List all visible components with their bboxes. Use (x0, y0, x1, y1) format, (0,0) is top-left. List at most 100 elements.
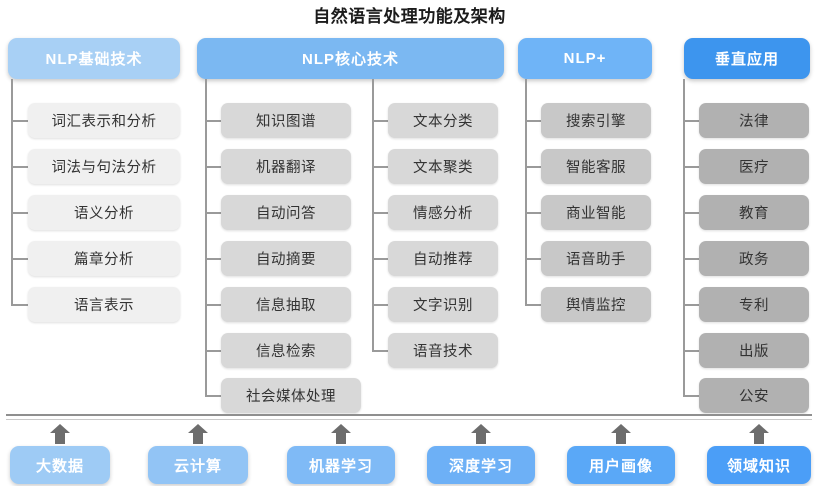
foundation-box[interactable]: 深度学习 (427, 446, 535, 484)
foundation-box[interactable]: 用户画像 (567, 446, 675, 484)
category-header-vertical-app[interactable]: 垂直应用 (684, 38, 810, 79)
leaf-label: 法律 (739, 114, 769, 130)
connector-stub (205, 395, 221, 397)
arrow-up-icon (49, 424, 71, 444)
leaf-node[interactable]: 政务 (699, 241, 809, 276)
leaf-node[interactable]: 商业智能 (541, 195, 651, 230)
leaf-label: 文字识别 (413, 298, 473, 314)
leaf-node[interactable]: 社会媒体处理 (221, 378, 361, 413)
foundation-box-label: 深度学习 (448, 457, 513, 475)
connector-trunk-nlp-core-left (205, 79, 207, 396)
leaf-node[interactable]: 文字识别 (388, 287, 498, 322)
leaf-node[interactable]: 专利 (699, 287, 809, 322)
leaf-node[interactable]: 文本聚类 (388, 149, 498, 184)
connector-trunk-vertical-app (683, 79, 685, 396)
leaf-node[interactable]: 教育 (699, 195, 809, 230)
arrow-up-icon (610, 424, 632, 444)
leaf-node[interactable]: 信息抽取 (221, 287, 351, 322)
arrow-up-icon (470, 424, 492, 444)
connector-stub (205, 304, 221, 306)
leaf-node[interactable]: 法律 (699, 103, 809, 138)
leaf-label: 语音技术 (413, 344, 473, 360)
connector-stub (205, 120, 221, 122)
leaf-node[interactable]: 语音技术 (388, 333, 498, 368)
connector-stub (372, 166, 388, 168)
arrow-up-icon (748, 424, 770, 444)
leaf-node[interactable]: 自动推荐 (388, 241, 498, 276)
category-header-label: NLP基础技术 (45, 51, 143, 68)
leaf-node[interactable]: 语言表示 (28, 287, 180, 322)
connector-stub (525, 166, 541, 168)
leaf-node[interactable]: 信息检索 (221, 333, 351, 368)
leaf-node[interactable]: 智能客服 (541, 149, 651, 184)
leaf-label: 语义分析 (74, 206, 134, 222)
arrow-up-icon (330, 424, 352, 444)
connector-stub (525, 120, 541, 122)
category-header-label: NLP+ (563, 50, 607, 67)
leaf-node[interactable]: 语音助手 (541, 241, 651, 276)
leaf-label: 出版 (739, 344, 769, 360)
leaf-node[interactable]: 词汇表示和分析 (28, 103, 180, 138)
leaf-label: 教育 (739, 206, 769, 222)
leaf-node[interactable]: 机器翻译 (221, 149, 351, 184)
leaf-label: 舆情监控 (566, 298, 626, 314)
foundation-box[interactable]: 领域知识 (707, 446, 811, 484)
leaf-label: 社会媒体处理 (246, 389, 336, 405)
connector-stub (372, 304, 388, 306)
leaf-node[interactable]: 词法与句法分析 (28, 149, 180, 184)
leaf-node[interactable]: 自动摘要 (221, 241, 351, 276)
leaf-node[interactable]: 篇章分析 (28, 241, 180, 276)
leaf-label: 医疗 (739, 160, 769, 176)
leaf-label: 自动摘要 (256, 252, 316, 268)
page-title: 自然语言处理功能及架构 (313, 7, 506, 26)
connector-stub (683, 120, 699, 122)
leaf-label: 篇章分析 (74, 252, 134, 268)
leaf-node[interactable]: 医疗 (699, 149, 809, 184)
connector-stub (372, 350, 388, 352)
leaf-label: 搜索引擎 (566, 114, 626, 130)
leaf-label: 词法与句法分析 (51, 160, 157, 176)
leaf-label: 商业智能 (566, 206, 626, 222)
leaf-label: 词汇表示和分析 (51, 114, 157, 130)
leaf-node[interactable]: 语义分析 (28, 195, 180, 230)
connector-trunk-nlp-basic (11, 79, 13, 306)
foundation-divider-shadow (6, 419, 812, 420)
leaf-node[interactable]: 情感分析 (388, 195, 498, 230)
leaf-label: 自动问答 (256, 206, 316, 222)
foundation-divider (6, 414, 812, 416)
connector-stub (525, 212, 541, 214)
leaf-label: 机器翻译 (256, 160, 316, 176)
leaf-node[interactable]: 自动问答 (221, 195, 351, 230)
leaf-label: 知识图谱 (256, 114, 316, 130)
leaf-label: 公安 (739, 389, 769, 405)
connector-stub (11, 166, 28, 168)
foundation-box[interactable]: 大数据 (10, 446, 110, 484)
connector-trunk-nlp-plus (525, 79, 527, 306)
leaf-node[interactable]: 知识图谱 (221, 103, 351, 138)
leaf-node[interactable]: 出版 (699, 333, 809, 368)
leaf-label: 文本聚类 (413, 160, 473, 176)
arrow-up-icon (187, 424, 209, 444)
foundation-box-label: 机器学习 (308, 457, 373, 475)
category-header-nlp-plus[interactable]: NLP+ (518, 38, 652, 79)
leaf-node[interactable]: 文本分类 (388, 103, 498, 138)
leaf-label: 语言表示 (74, 298, 134, 314)
leaf-node[interactable]: 公安 (699, 378, 809, 413)
connector-stub (525, 258, 541, 260)
category-header-nlp-basic[interactable]: NLP基础技术 (8, 38, 180, 79)
foundation-box[interactable]: 机器学习 (287, 446, 395, 484)
leaf-label: 智能客服 (566, 160, 626, 176)
leaf-node[interactable]: 搜索引擎 (541, 103, 651, 138)
foundation-box[interactable]: 云计算 (148, 446, 248, 484)
category-header-nlp-core[interactable]: NLP核心技术 (197, 38, 504, 79)
leaf-node[interactable]: 舆情监控 (541, 287, 651, 322)
watermark-text (600, 472, 819, 486)
connector-trunk-nlp-core-right (372, 79, 374, 351)
connector-stub (372, 120, 388, 122)
leaf-label: 信息检索 (256, 344, 316, 360)
connector-stub (11, 120, 28, 122)
connector-stub (11, 258, 28, 260)
foundation-box-label: 大数据 (35, 457, 84, 475)
connector-stub (683, 166, 699, 168)
connector-stub (683, 258, 699, 260)
